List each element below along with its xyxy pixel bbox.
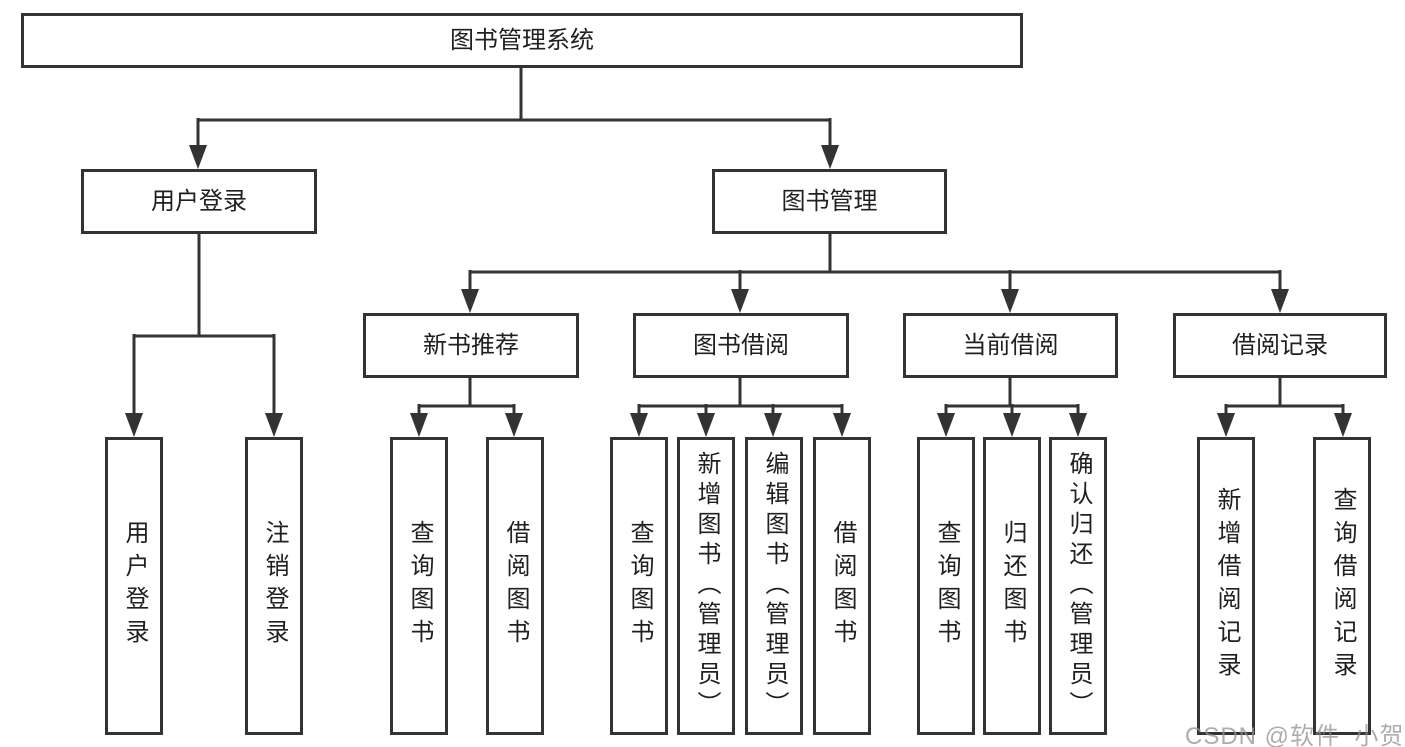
node-leaf-borrow-add-books-admin: 新增图书（管理员）: [677, 437, 735, 735]
node-leaf-add-borrow-record: 新增借阅记录: [1197, 437, 1255, 735]
arrowhead-group: [461, 289, 479, 313]
node-label: 借阅图书: [829, 520, 856, 652]
node-leaf-current-return-books: 归还图书: [983, 437, 1041, 735]
arrowhead-leaf: [697, 413, 715, 437]
node-root: 图书管理系统: [21, 13, 1023, 68]
node-leaf-user-login: 用户登录: [105, 437, 163, 735]
connector-recommend-split: [417, 377, 516, 418]
node-user-login-branch: 用户登录: [81, 169, 317, 234]
node-new-book-recommend: 新书推荐: [363, 313, 579, 378]
node-leaf-current-confirm-return-admin: 确认归还（管理员）: [1049, 437, 1107, 735]
node-leaf-query-borrow-record: 查询借阅记录: [1313, 437, 1371, 735]
node-leaf-borrow-borrow-books: 借阅图书: [813, 437, 871, 735]
node-label: 图书管理: [781, 187, 878, 215]
arrowhead-group: [731, 289, 749, 313]
node-label: 注销登录: [261, 520, 288, 652]
node-label: 查询图书: [626, 520, 653, 652]
connector-borrow-split: [637, 377, 844, 418]
node-current-borrowing: 当前借阅: [903, 313, 1118, 378]
node-label: 新增图书（管理员）: [693, 451, 720, 721]
arrowhead-leaf: [505, 413, 523, 437]
arrowhead-leaf: [265, 413, 283, 437]
node-label: 归还图书: [999, 520, 1026, 652]
node-label: 借阅图书: [502, 520, 529, 652]
node-leaf-logout: 注销登录: [245, 437, 303, 735]
arrowhead-leaf: [630, 413, 648, 437]
arrowhead-book-mgmt: [821, 145, 839, 169]
arrowhead-leaf: [1069, 413, 1087, 437]
node-book-borrowing: 图书借阅: [633, 313, 849, 378]
connector-mgmt-split: [468, 233, 1282, 293]
arrowhead-leaf: [1217, 413, 1235, 437]
node-label: 查询图书: [406, 520, 433, 652]
node-label: 编辑图书（管理员）: [761, 451, 788, 721]
node-leaf-borrow-edit-books-admin: 编辑图书（管理员）: [745, 437, 803, 735]
node-label: 借阅记录: [1232, 331, 1328, 359]
node-label: 查询借阅记录: [1329, 487, 1356, 685]
node-label: 用户登录: [121, 520, 148, 652]
arrowhead-leaf: [833, 413, 851, 437]
arrowhead-leaf: [1003, 413, 1021, 437]
arrowhead-leaf: [1334, 413, 1352, 437]
node-label: 新增借阅记录: [1213, 487, 1240, 685]
connector-user-split: [132, 234, 276, 417]
connector-current-split: [944, 377, 1080, 418]
arrowhead-user-login: [189, 145, 207, 169]
csdn-watermark: CSDN @软件_小贺同学: [1185, 723, 1405, 747]
arrowhead-leaf: [410, 413, 428, 437]
node-leaf-current-query-books: 查询图书: [917, 437, 975, 735]
node-leaf-recommend-borrow-books: 借阅图书: [486, 437, 544, 735]
node-label: 用户登录: [151, 187, 247, 215]
node-leaf-recommend-query-books: 查询图书: [390, 437, 448, 735]
node-label: 确认归还（管理员）: [1065, 451, 1092, 721]
node-label: 查询图书: [933, 520, 960, 652]
arrowhead-group: [1271, 289, 1289, 313]
node-borrowing-records: 借阅记录: [1173, 313, 1387, 378]
node-root-label: 图书管理系统: [450, 26, 594, 54]
node-leaf-borrow-query-books: 查询图书: [610, 437, 668, 735]
node-label: 图书借阅: [693, 331, 789, 359]
node-label: 当前借阅: [962, 331, 1059, 359]
node-label: 新书推荐: [423, 331, 519, 359]
connector-record-split: [1224, 377, 1345, 418]
connector-root-split: [196, 68, 832, 150]
node-book-management: 图书管理: [712, 169, 947, 234]
arrowhead-leaf: [125, 413, 143, 437]
arrowhead-group: [1001, 289, 1019, 313]
arrowhead-leaf: [764, 413, 782, 437]
arrowhead-leaf: [937, 413, 955, 437]
